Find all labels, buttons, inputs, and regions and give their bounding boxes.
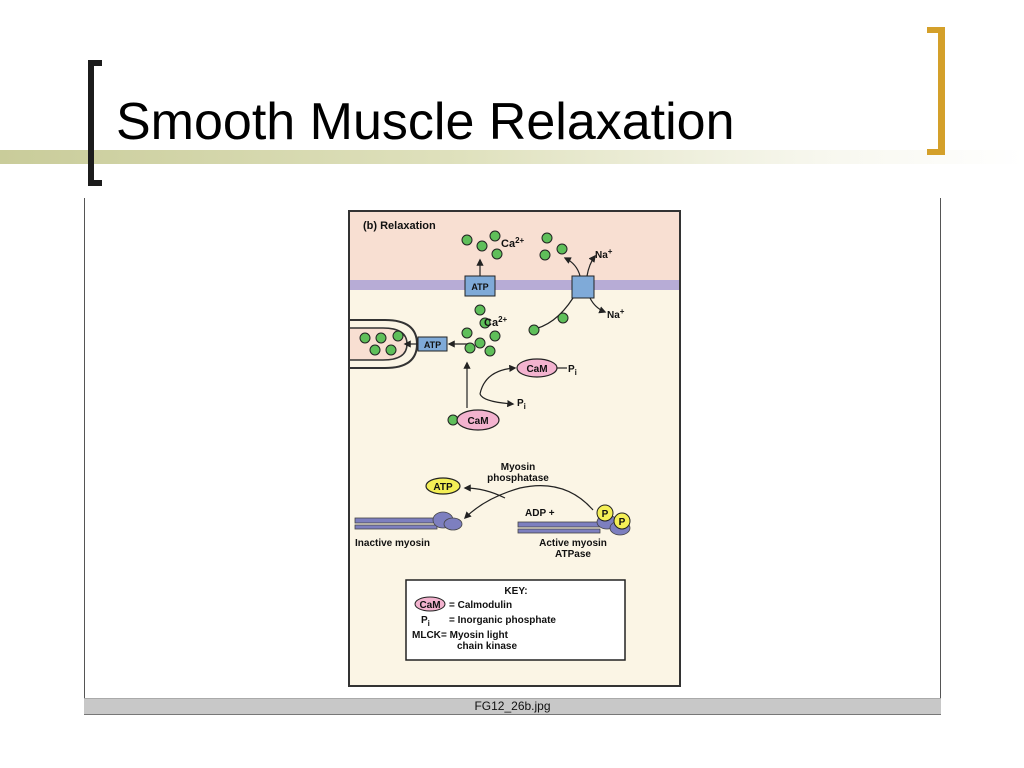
key-item-1-symbol: CaM xyxy=(419,600,440,611)
key-title: KEY: xyxy=(504,586,527,597)
adp-plus-label: ADP + xyxy=(525,508,555,519)
phosphatase-arrow xyxy=(463,485,594,520)
key-item-3-definition-line2: chain kinase xyxy=(457,641,517,652)
inactive-myosin xyxy=(354,511,463,531)
svg-text:ATP: ATP xyxy=(471,282,488,292)
atp-yellow: ATP xyxy=(425,477,461,495)
phosphate-badge xyxy=(596,504,614,522)
active-myosin-label-1: Active myosin xyxy=(539,538,607,549)
cam-free: CaM xyxy=(447,409,500,431)
right-bracket-decoration xyxy=(927,27,945,155)
key-item-3-symbol: MLCK xyxy=(412,630,442,641)
ca-label-top: Ca2+ xyxy=(501,236,525,250)
myosin-phosphatase-label-2: phosphatase xyxy=(487,473,549,484)
extracellular-region xyxy=(350,212,679,280)
svg-text:CaM: CaM xyxy=(467,416,488,427)
relaxation-diagram: (b) Relaxation ATP ATP xyxy=(348,210,681,687)
inactive-myosin-label: Inactive myosin xyxy=(355,538,430,549)
atp-arrow xyxy=(463,484,506,499)
figure-frame: (b) Relaxation ATP ATP xyxy=(84,198,941,715)
na-label-in: Na+ xyxy=(595,247,613,261)
left-bracket-decoration xyxy=(88,60,102,186)
ca-ion xyxy=(369,344,381,356)
key-item-2-symbol: Pi xyxy=(421,615,430,628)
cam-pi-complex: CaM Pi xyxy=(516,358,577,378)
image-caption-bar: FG12_26b.jpg xyxy=(84,698,941,715)
ca-ion xyxy=(385,344,397,356)
na-sup-out: + xyxy=(620,307,625,316)
key-cam-symbol xyxy=(414,596,446,612)
extracellular-ca-ions xyxy=(461,230,568,261)
ca-ion xyxy=(375,332,387,344)
active-myosin: P P xyxy=(517,504,631,536)
cam-dephosphorylation xyxy=(463,361,517,408)
svg-text:Pi: Pi xyxy=(568,364,577,377)
ca-ion xyxy=(359,332,371,344)
active-myosin-label-2: ATPase xyxy=(555,549,591,560)
svg-text:P: P xyxy=(602,509,609,520)
svg-text:ATP: ATP xyxy=(424,340,441,350)
svg-text:CaM: CaM xyxy=(526,364,547,375)
key-item-2-definition: = Inorganic phosphate xyxy=(449,615,556,626)
panel-label: (b) Relaxation xyxy=(363,220,436,232)
title-underline-bar xyxy=(0,150,1024,164)
na-label-out: Na+ xyxy=(607,307,625,321)
cytosolic-ca-ions xyxy=(461,304,569,357)
image-caption: FG12_26b.jpg xyxy=(474,699,551,713)
key-box: KEY: CaM = Calmodulin Pi = Inorganic pho… xyxy=(405,579,626,661)
phosphate-badge xyxy=(613,512,631,530)
cell-membrane xyxy=(350,280,679,290)
svg-text:ATP: ATP xyxy=(433,482,453,493)
key-item-3-definition: = Myosin light xyxy=(441,630,509,641)
svg-text:P: P xyxy=(619,517,626,528)
slide-title: Smooth Muscle Relaxation xyxy=(116,93,735,151)
pi-label: Pi xyxy=(517,398,526,411)
key-item-1-definition: = Calmodulin xyxy=(449,600,512,611)
membrane-atp-pump: ATP xyxy=(464,258,496,297)
ca-ion xyxy=(392,330,404,342)
ca-label-mid: Ca2+ xyxy=(484,315,508,329)
myosin-phosphatase-label-1: Myosin xyxy=(501,462,535,473)
